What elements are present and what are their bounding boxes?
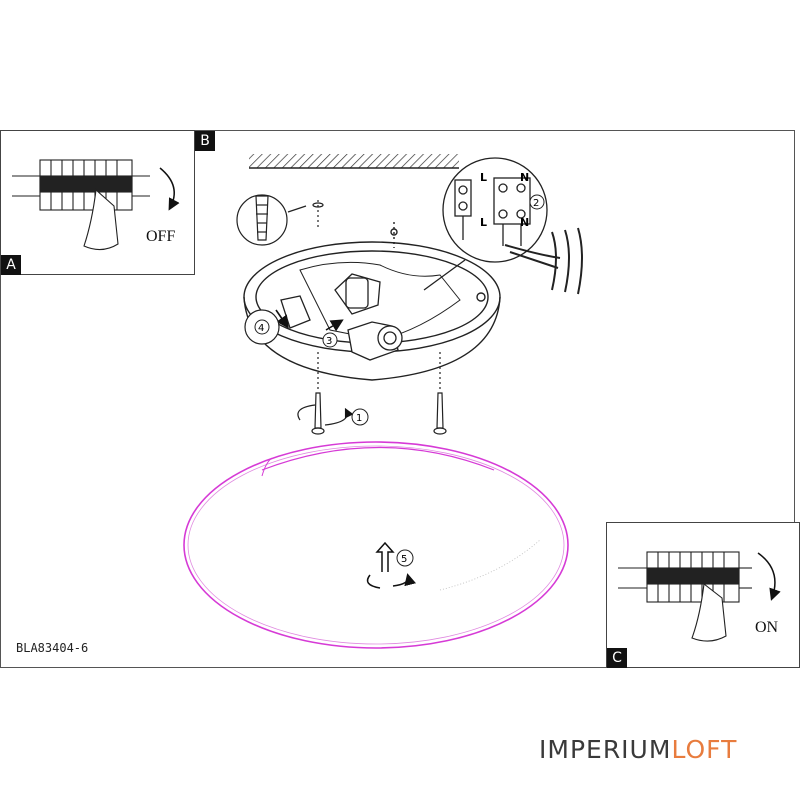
model-code: BLA83404-6	[16, 641, 89, 655]
ceiling	[249, 154, 459, 169]
mains-cable	[504, 227, 583, 295]
diagram-frame	[0, 130, 795, 668]
wiring-detail	[423, 157, 548, 291]
inset-c-tag: C	[607, 648, 627, 668]
wire-neutral-top: N	[520, 171, 529, 184]
step-2-label: 2	[533, 198, 539, 209]
step-1-badge	[351, 408, 369, 426]
wall-plug-detail	[236, 194, 324, 246]
wire-live-bottom: L	[480, 216, 487, 229]
mounting-screws	[297, 352, 447, 435]
inset-a-tag: A	[1, 255, 21, 275]
step-4-label: 4	[258, 323, 264, 334]
step-2-badge	[529, 194, 545, 210]
step-5-badge	[396, 549, 414, 567]
brand-part-a: IMPERIUM	[539, 735, 672, 764]
wire-live-top: L	[480, 171, 487, 184]
glass-shade	[183, 441, 569, 649]
step-4-circle	[254, 319, 270, 335]
bulb-sockets	[280, 273, 403, 361]
step-5-label: 5	[401, 554, 407, 565]
inset-c-switch-on	[606, 522, 800, 668]
brand-logo: IMPERIUMLOFT	[539, 735, 737, 764]
step-3-label: 3	[326, 336, 332, 347]
step-5-arrow	[366, 541, 416, 589]
inset-b-tag: B	[195, 131, 215, 151]
brand-part-b: LOFT	[671, 735, 738, 764]
step-1-label: 1	[356, 413, 362, 424]
inset-a-switch-off	[0, 130, 195, 275]
switch-off-label: OFF	[146, 228, 176, 245]
wire-neutral-bottom: N	[520, 216, 529, 229]
switch-on-label: ON	[755, 619, 779, 636]
step-arrows-sockets	[275, 309, 344, 332]
step-3-badge	[322, 332, 338, 348]
